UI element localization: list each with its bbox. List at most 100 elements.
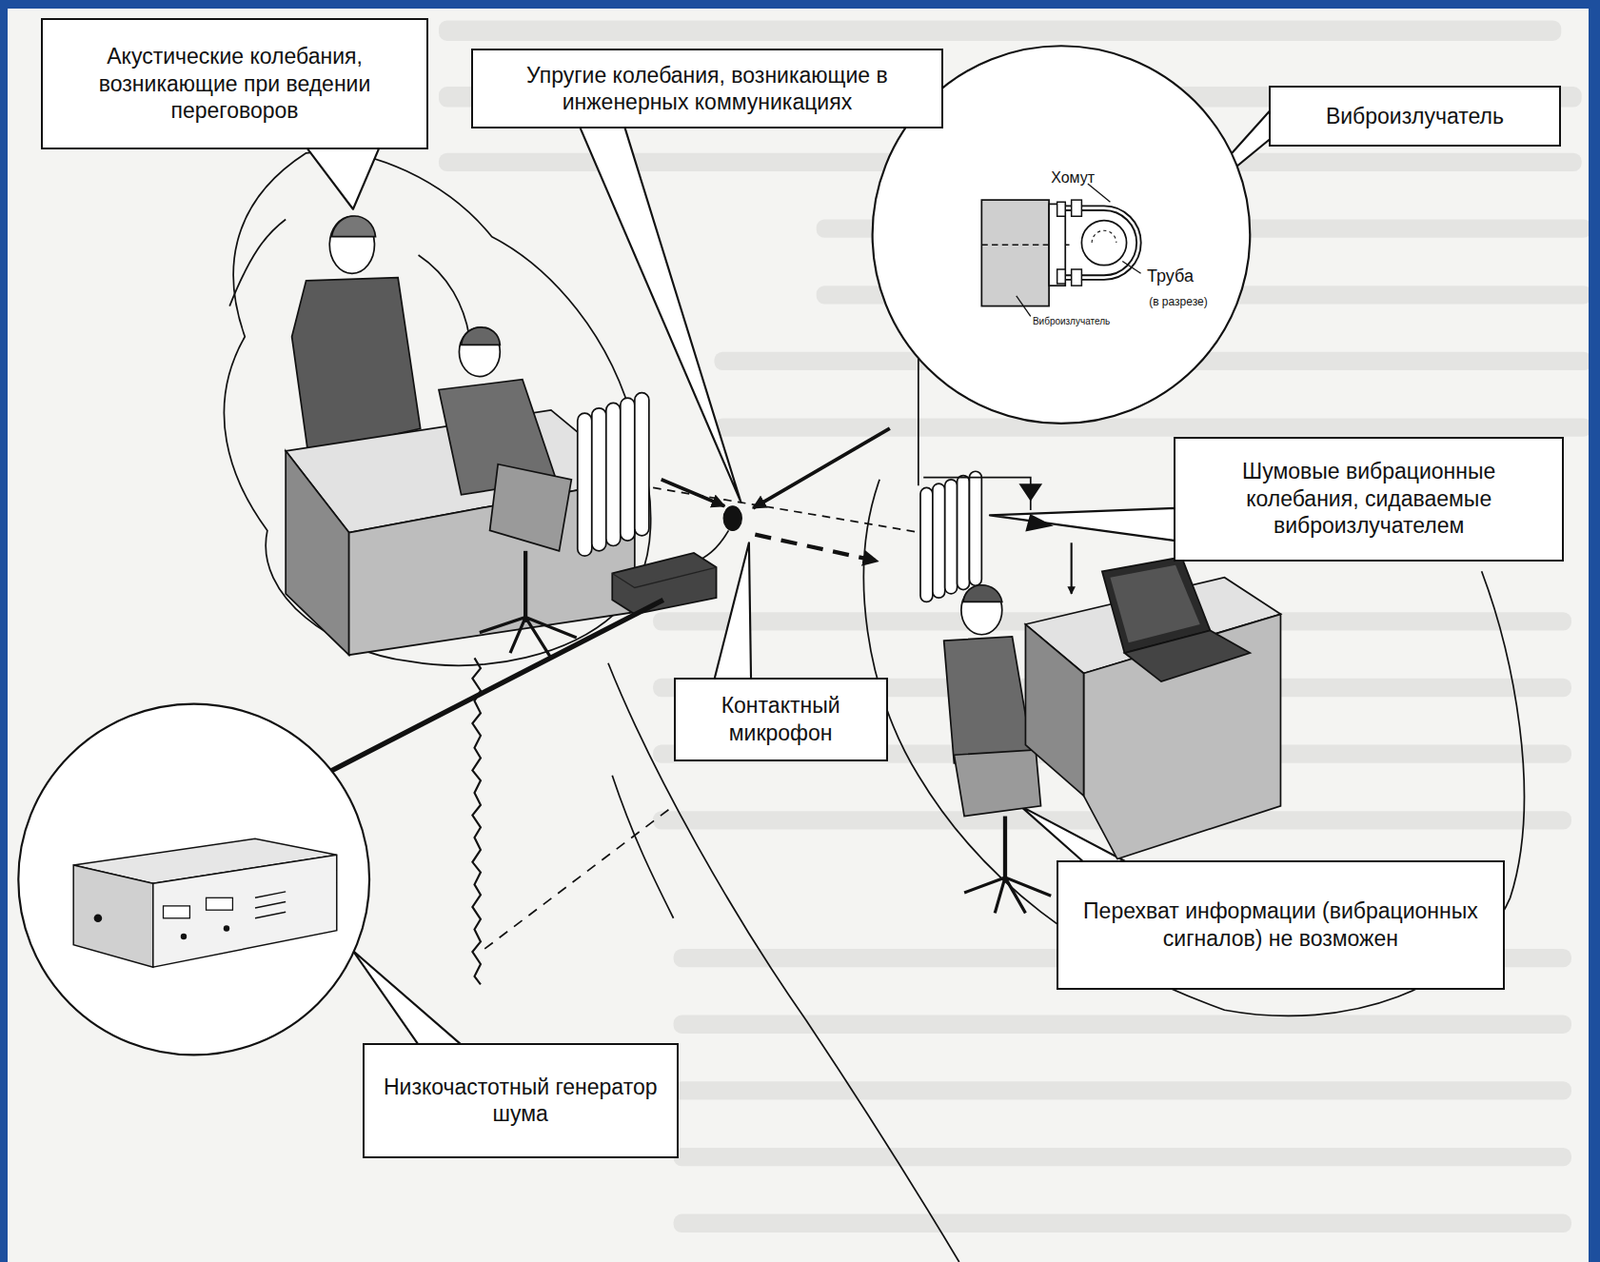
radiator-part <box>945 479 958 594</box>
bleed-through-texture-part <box>673 1081 1572 1100</box>
pipe-and-microphone-part <box>612 553 716 614</box>
clamp-inset-part <box>1065 208 1139 278</box>
pipe-and-microphone-part <box>317 599 663 778</box>
generator-inset-part <box>18 704 370 1056</box>
office-scene-left-part <box>461 327 501 345</box>
generator-inset-part <box>206 897 234 910</box>
radiator-part <box>606 402 621 546</box>
office-scene-left-part <box>458 327 500 376</box>
clamp-inset-part <box>1016 296 1031 317</box>
bleed-through-texture-part <box>713 417 1589 436</box>
office-scene-right-part <box>1025 624 1084 796</box>
clamp-inset-part <box>1091 230 1117 243</box>
pipe-and-microphone-part <box>752 428 890 509</box>
generator-inset-part <box>163 906 191 919</box>
part-label: Хомут <box>1050 169 1095 187</box>
clamp-inset-part <box>1081 220 1126 266</box>
generator-inset-part <box>94 913 103 923</box>
wall <box>472 657 673 985</box>
room-outline-part <box>612 775 673 919</box>
pipe-and-microphone-part <box>723 506 742 532</box>
radiator-part <box>920 487 933 602</box>
office-scene-right-part <box>961 585 1003 634</box>
radiator-part <box>932 483 946 598</box>
office-scene-right-part <box>923 477 1031 511</box>
generator-inset <box>18 704 370 1056</box>
clamp-inset-part <box>1065 208 1139 278</box>
generator-inset-part <box>153 854 337 968</box>
office-scene-left-part <box>229 218 286 306</box>
clamp-inset-part <box>981 199 1049 306</box>
office-scene-right-part <box>964 877 1051 914</box>
wall-part <box>472 657 481 985</box>
office-scene-left-part <box>418 255 471 337</box>
generator-inset-part <box>255 891 286 898</box>
radiator-part <box>634 393 650 536</box>
generator-inset-part <box>255 902 286 909</box>
office-scene-right-part <box>963 585 1003 603</box>
callout-text: Контактный микрофон <box>687 691 875 747</box>
room-outline <box>223 151 1524 1262</box>
wall-part <box>484 806 673 949</box>
generator-inset-part <box>180 933 187 940</box>
office-scene-right <box>918 336 1282 914</box>
bleed-through-texture-part <box>673 1214 1572 1233</box>
generator-inset-part <box>223 925 230 931</box>
clamp-inset-part <box>1071 269 1083 286</box>
room-outline-part <box>608 663 960 1262</box>
callout-tails-part <box>989 508 1176 541</box>
office-scene-right-part <box>953 750 1041 817</box>
office-scene-right-part <box>1020 484 1041 500</box>
illustration <box>7 8 1589 1262</box>
callout-text: Акустические колебания, возникающие при … <box>54 42 415 125</box>
page-ground: Акустические колебания, возникающие при … <box>7 8 1589 1262</box>
radiator-part <box>968 471 982 586</box>
callout-box: Контактный микрофон <box>673 677 889 762</box>
callout-box: Низкочастотный генератор шума <box>362 1043 679 1159</box>
office-scene-left-part <box>331 216 376 238</box>
office-scene-right-part <box>1003 816 1008 878</box>
bleed-through-texture-part <box>673 1147 1572 1166</box>
room-outline-part <box>223 151 651 666</box>
radiator-part <box>620 397 635 541</box>
office-scene-right-part <box>1084 613 1282 859</box>
radiator-part <box>577 413 593 556</box>
callout-box: Виброизлучатель <box>1268 85 1562 147</box>
callout-tails-part <box>306 146 380 209</box>
generator-inset-part <box>73 865 154 968</box>
clamp-inset-part <box>1071 199 1083 217</box>
office-scene-left-part <box>490 464 573 552</box>
generator-inset-part <box>255 911 286 918</box>
office-scene-right-part <box>1124 630 1250 682</box>
callout-text: Низкочастотный генератор шума <box>375 1073 666 1128</box>
clamp-inset-part <box>1057 269 1067 284</box>
office-scene-left-part <box>292 277 421 455</box>
callout-tails-part <box>713 542 751 680</box>
callout-tails-part <box>353 950 462 1046</box>
pipe-and-microphone-part <box>661 479 725 507</box>
callout-box: Перехват информации (вибрационных сигнал… <box>1056 860 1506 990</box>
callout-text: Перехват информации (вибрационных сигнал… <box>1069 897 1493 952</box>
office-scene-right-part <box>1026 514 1051 531</box>
clamp-inset-part <box>1057 201 1067 217</box>
clamp-inset-part <box>1087 183 1111 202</box>
part-label: Виброизлучатель <box>1032 316 1110 327</box>
part-label: (в разрезе) <box>1148 296 1208 309</box>
callout-text: Упругие колебания, возникающие в инженер… <box>484 61 929 117</box>
office-scene-right-part <box>1070 542 1073 594</box>
office-scene-left-part <box>285 451 349 655</box>
pipe-and-microphone <box>317 428 921 778</box>
pipe-and-microphone-part <box>612 567 716 588</box>
radiator-part <box>592 408 607 552</box>
office-scene-left-part <box>523 551 528 623</box>
callout-text: Виброизлучатель <box>1325 102 1504 131</box>
callout-box: Упругие колебания, возникающие в инженер… <box>471 48 943 129</box>
bleed-through-texture-part <box>438 19 1561 40</box>
clamp-inset-part <box>1122 260 1141 274</box>
office-scene-right-part <box>1109 565 1200 643</box>
callout-box: Акустические колебания, возникающие при … <box>40 18 429 149</box>
callout-text: Шумовые вибрационные колебания, сидаваем… <box>1186 457 1552 540</box>
part-label: Труба <box>1146 267 1194 287</box>
radiator-part <box>957 475 970 591</box>
pipe-and-microphone-part <box>754 534 878 562</box>
